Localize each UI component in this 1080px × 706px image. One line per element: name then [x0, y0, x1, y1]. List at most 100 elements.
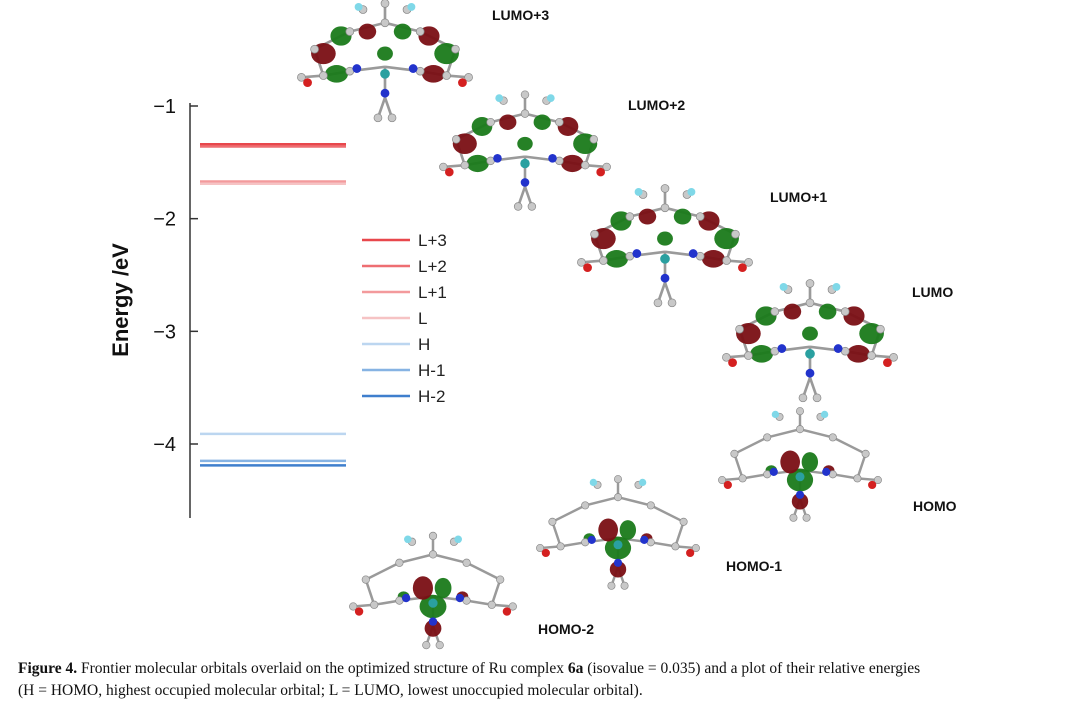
caption-line2: (H = HOMO, highest occupied molecular or… — [18, 682, 643, 699]
bond — [399, 553, 434, 565]
orbital-lobe — [325, 65, 349, 83]
y-tick-label: −1 — [153, 96, 176, 118]
atom — [695, 212, 705, 221]
atom — [795, 407, 805, 416]
energy-levels — [200, 143, 346, 467]
lumo3-structure — [297, 0, 473, 123]
ruthenium-atom — [380, 69, 390, 79]
orbital-lobe — [434, 577, 452, 599]
oxygen-atom — [723, 480, 732, 490]
atom — [620, 581, 629, 590]
atom — [319, 71, 328, 80]
bond — [365, 561, 400, 581]
orbital-label-lumo: LUMO — [912, 284, 953, 300]
atom — [731, 229, 740, 239]
orbital-lobe — [466, 154, 489, 173]
bond — [674, 521, 685, 547]
atom — [380, 0, 390, 8]
atom — [380, 18, 390, 28]
fluorine-atom — [634, 188, 643, 196]
orbital-label-lumo1: LUMO+1 — [770, 189, 827, 205]
bond — [364, 579, 376, 606]
orbital-lobe — [802, 326, 818, 341]
nitrogen-atom — [822, 467, 831, 476]
ruthenium-atom — [613, 540, 623, 550]
bond — [766, 428, 801, 439]
legend-label: L+1 — [418, 283, 447, 302]
orbital-lobe — [499, 114, 517, 130]
atom — [802, 513, 811, 522]
oxygen-atom — [502, 607, 512, 616]
atom — [428, 531, 438, 541]
bond — [551, 521, 562, 547]
homo-structure — [718, 407, 882, 522]
atom — [744, 258, 753, 267]
atom — [853, 474, 862, 483]
atom — [770, 307, 780, 316]
atom — [486, 117, 495, 127]
atom — [451, 135, 461, 144]
figure-caption: Figure 4. Frontier molecular orbitals ov… — [18, 658, 1070, 702]
atom — [508, 602, 517, 611]
y-axis-label: Energy /eV — [108, 243, 133, 357]
caption-text-before: Frontier molecular orbitals overlaid on … — [77, 660, 568, 677]
atom — [667, 298, 677, 308]
nitrogen-atom — [587, 535, 596, 544]
fluorine-atom — [354, 3, 363, 11]
nitrogen-atom — [833, 344, 843, 353]
atom — [580, 160, 590, 170]
atom — [679, 517, 688, 526]
nitrogen-atom — [408, 64, 418, 73]
nitrogen-atom — [352, 64, 362, 73]
orbital-lobe — [421, 65, 445, 83]
atom — [577, 258, 586, 267]
atom — [867, 351, 876, 360]
y-tick-label: −4 — [153, 434, 176, 456]
atom — [730, 449, 739, 458]
legend-label: H-2 — [418, 387, 445, 406]
atom — [613, 475, 623, 484]
nitrogen-atom — [613, 558, 623, 567]
bond — [733, 436, 768, 455]
bond — [742, 473, 768, 480]
bond — [466, 561, 501, 581]
orbital-lobe — [638, 208, 657, 225]
nitrogen-atom — [455, 593, 465, 603]
fluorine-atom — [495, 94, 504, 102]
orbital-label-lumo2: LUMO+2 — [628, 97, 685, 113]
atom — [487, 600, 496, 609]
atom — [876, 324, 885, 334]
caption-label: Figure 4. — [18, 660, 78, 677]
orbital-lobe — [561, 154, 584, 173]
oxygen-atom — [583, 263, 592, 273]
oxygen-atom — [728, 358, 737, 368]
orbital-label-homo1: HOMO-1 — [726, 558, 782, 574]
orbital-lobe — [701, 250, 725, 268]
y-tick-label: −3 — [153, 321, 176, 343]
atom — [513, 202, 523, 211]
orbital-lobe — [846, 345, 870, 363]
bond — [560, 541, 586, 548]
nitrogen-atom — [660, 273, 670, 283]
atom — [442, 71, 451, 80]
fluorine-atom — [638, 478, 647, 487]
orbital-lobe — [673, 208, 692, 225]
atom — [861, 449, 870, 458]
nitrogen-atom — [688, 249, 698, 258]
atom — [462, 558, 471, 567]
nitrogen-atom — [520, 178, 530, 187]
bond — [650, 504, 685, 523]
atom — [349, 602, 358, 611]
orbital-lobe — [780, 450, 800, 474]
atom — [435, 641, 444, 650]
ruthenium-atom — [660, 254, 670, 264]
legend-label: L+2 — [418, 257, 447, 276]
atom — [613, 493, 623, 502]
oxygen-atom — [303, 78, 312, 88]
nitrogen-atom — [640, 535, 649, 544]
atom — [646, 501, 655, 510]
atom — [297, 73, 306, 82]
orbital-label-homo: HOMO — [913, 498, 957, 514]
atom — [873, 476, 882, 485]
